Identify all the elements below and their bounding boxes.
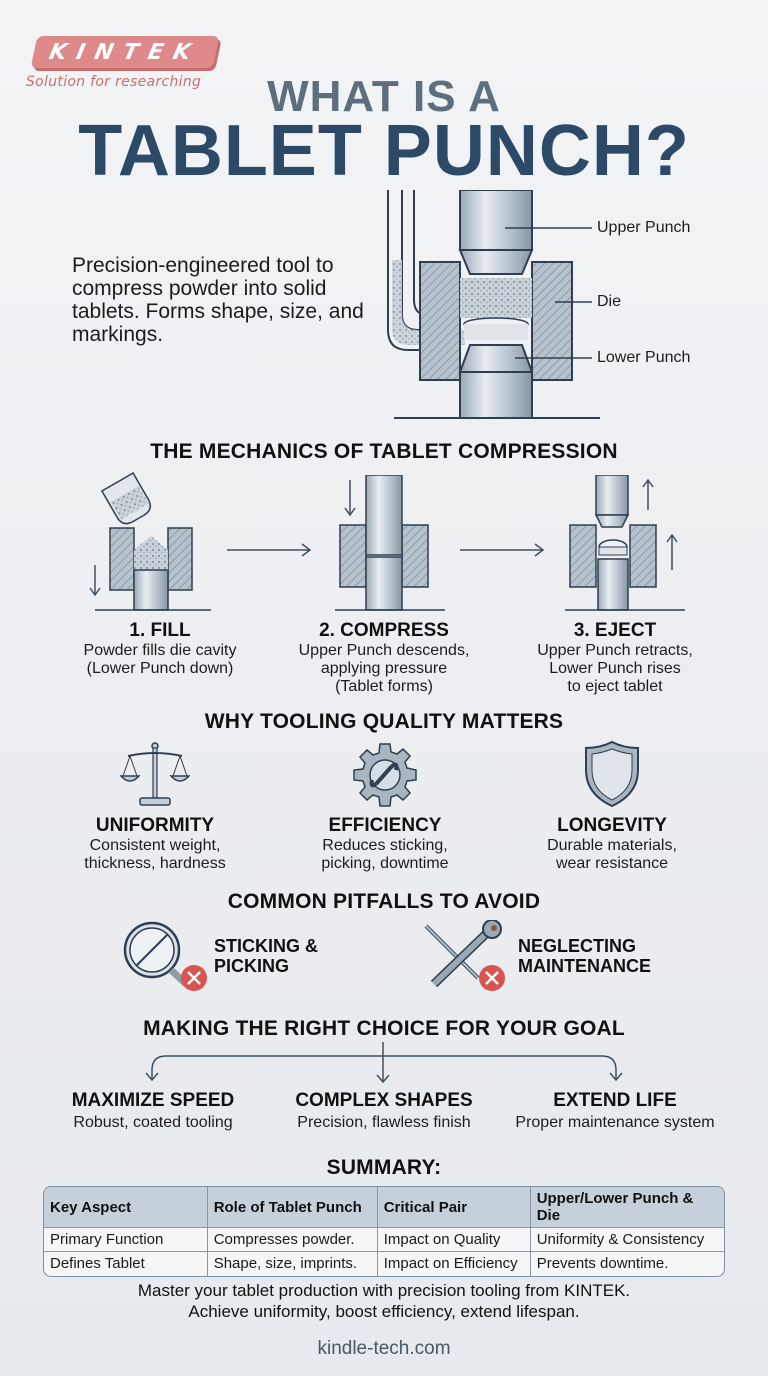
feature-efficiency-desc-1: Reduces sticking, bbox=[322, 837, 448, 854]
footer-line-1: Master your tablet production with preci… bbox=[137, 1281, 631, 1300]
pitfall-sticking: STICKING & PICKING bbox=[214, 936, 318, 976]
feature-longevity-title: LONGEVITY bbox=[557, 815, 667, 836]
footer-message: Master your tablet production with preci… bbox=[0, 1280, 768, 1322]
table-cell: Defines Tablet bbox=[44, 1251, 208, 1276]
table-cell: Shape, size, imprints. bbox=[207, 1251, 378, 1276]
goal-speed-title: MAXIMIZE SPEED bbox=[71, 1090, 235, 1111]
gear-wrench-icon bbox=[353, 743, 417, 807]
feature-uniformity: UNIFORMITY Consistent weight, thickness,… bbox=[55, 815, 255, 873]
pitfall-maintenance-line-1: NEGLECTING bbox=[518, 936, 637, 956]
goal-life-desc: Proper maintenance system bbox=[515, 1114, 715, 1131]
table-cell: Prevents downtime. bbox=[530, 1251, 724, 1276]
step-compress-title: 2. COMPRESS bbox=[319, 620, 449, 641]
table-row: Primary Function Compresses powder. Impa… bbox=[44, 1227, 724, 1252]
table-cell: Impact on Quality bbox=[377, 1227, 531, 1252]
mechanics-title: THE MECHANICS OF TABLET COMPRESSION bbox=[150, 440, 618, 463]
step-eject-desc-1: Upper Punch retracts, bbox=[537, 642, 693, 659]
feature-uniformity-desc-2: thickness, hardness bbox=[84, 855, 226, 872]
page-title: TABLET PUNCH? bbox=[78, 111, 690, 191]
table-header: Role of Tablet Punch bbox=[207, 1187, 378, 1228]
step-fill-desc-1: Powder fills die cavity bbox=[83, 642, 237, 659]
feature-efficiency-desc-2: picking, downtime bbox=[321, 855, 449, 872]
tools-icon bbox=[424, 920, 505, 991]
magnifier-icon bbox=[123, 921, 207, 991]
step-compress-desc-1: Upper Punch descends, bbox=[298, 642, 470, 659]
feature-longevity: LONGEVITY Durable materials, wear resist… bbox=[512, 815, 712, 873]
label-die: Die bbox=[597, 293, 622, 310]
feature-longevity-desc-2: wear resistance bbox=[555, 855, 669, 872]
pitfall-sticking-line-2: PICKING bbox=[214, 956, 290, 976]
feature-uniformity-desc-1: Consistent weight, bbox=[89, 837, 221, 854]
table-cell: Impact on Efficiency bbox=[377, 1251, 531, 1276]
tablet-punch-diagram bbox=[387, 190, 600, 419]
goal-branch-arrows bbox=[145, 1042, 623, 1084]
shield-icon bbox=[585, 740, 639, 808]
title-line-1: WHAT IS A bbox=[267, 72, 501, 121]
pitfalls-title: COMMON PITFALLS TO AVOID bbox=[227, 890, 541, 913]
feature-efficiency-title: EFFICIENCY bbox=[328, 815, 442, 836]
step-compress-desc-3: (Tablet forms) bbox=[335, 678, 433, 695]
logo-brand: KINTEK bbox=[46, 39, 204, 65]
kintek-logo: KINTEK Solution for researching bbox=[26, 36, 220, 90]
feature-efficiency: EFFICIENCY Reduces sticking, picking, do… bbox=[285, 815, 485, 873]
goal-speed-desc: Robust, coated tooling bbox=[73, 1114, 233, 1131]
scales-icon bbox=[120, 742, 190, 806]
step-eject-desc-2: Lower Punch rises bbox=[549, 660, 681, 677]
step-fill: 1. FILL Powder fills die cavity (Lower P… bbox=[60, 620, 260, 678]
step-compress-desc-2: applying pressure bbox=[320, 660, 448, 677]
goal-shapes-title: COMPLEX SHAPES bbox=[295, 1090, 473, 1111]
feature-longevity-desc-1: Durable materials, bbox=[547, 837, 677, 854]
quality-title: WHY TOOLING QUALITY MATTERS bbox=[204, 710, 564, 733]
footer-line-2: Achieve uniformity, boost efficiency, ex… bbox=[188, 1302, 580, 1321]
table-header: Key Aspect bbox=[44, 1187, 208, 1228]
table-header: Upper/Lower Punch & Die bbox=[530, 1187, 724, 1228]
table-row: Defines Tablet Shape, size, imprints. Im… bbox=[44, 1251, 724, 1276]
feature-uniformity-title: UNIFORMITY bbox=[95, 815, 215, 836]
arrow-right-icon bbox=[460, 543, 545, 557]
step-eject: 3. EJECT Upper Punch retracts, Lower Pun… bbox=[515, 620, 715, 696]
step-fill-diagram bbox=[89, 471, 211, 611]
table-cell: Uniformity & Consistency bbox=[530, 1227, 724, 1252]
step-compress-diagram bbox=[335, 475, 445, 611]
step-compress: 2. COMPRESS Upper Punch descends, applyi… bbox=[284, 620, 484, 696]
table-header-row: Key Aspect Role of Tablet Punch Critical… bbox=[44, 1187, 724, 1228]
step-eject-diagram bbox=[565, 475, 685, 611]
logo-badge: KINTEK bbox=[30, 36, 220, 68]
step-fill-desc-2: (Lower Punch down) bbox=[86, 660, 234, 677]
goal-shapes: COMPLEX SHAPES Precision, flawless finis… bbox=[269, 1090, 499, 1132]
pitfall-sticking-line-1: STICKING & bbox=[214, 936, 319, 956]
goal-life-title: EXTEND LIFE bbox=[553, 1090, 677, 1111]
table-header: Critical Pair bbox=[377, 1187, 531, 1228]
step-eject-title: 3. EJECT bbox=[573, 620, 657, 641]
arrow-right-icon bbox=[227, 543, 312, 557]
callout-lines bbox=[505, 227, 592, 359]
table-cell: Compresses powder. bbox=[207, 1227, 378, 1252]
label-lower-punch: Lower Punch bbox=[597, 349, 691, 366]
pitfall-maintenance: NEGLECTING MAINTENANCE bbox=[518, 936, 651, 976]
goal-life: EXTEND LIFE Proper maintenance system bbox=[495, 1090, 735, 1132]
logo-tagline: Solution for researching bbox=[26, 74, 202, 90]
choice-title: MAKING THE RIGHT CHOICE FOR YOUR GOAL bbox=[143, 1017, 625, 1040]
pitfall-maintenance-line-2: MAINTENANCE bbox=[518, 956, 651, 976]
summary-title: SUMMARY: bbox=[326, 1156, 442, 1179]
goal-shapes-desc: Precision, flawless finish bbox=[297, 1114, 471, 1131]
goal-speed: MAXIMIZE SPEED Robust, coated tooling bbox=[38, 1090, 268, 1132]
step-fill-title: 1. FILL bbox=[129, 620, 191, 641]
step-eject-desc-3: to eject tablet bbox=[567, 678, 663, 695]
summary-table: Key Aspect Role of Tablet Punch Critical… bbox=[43, 1186, 725, 1277]
intro-text: Precision-engineered tool to compress po… bbox=[72, 254, 364, 346]
footer-url-link[interactable]: kindle-tech.com bbox=[317, 1338, 451, 1359]
label-upper-punch: Upper Punch bbox=[597, 219, 691, 236]
table-cell: Primary Function bbox=[44, 1227, 208, 1252]
